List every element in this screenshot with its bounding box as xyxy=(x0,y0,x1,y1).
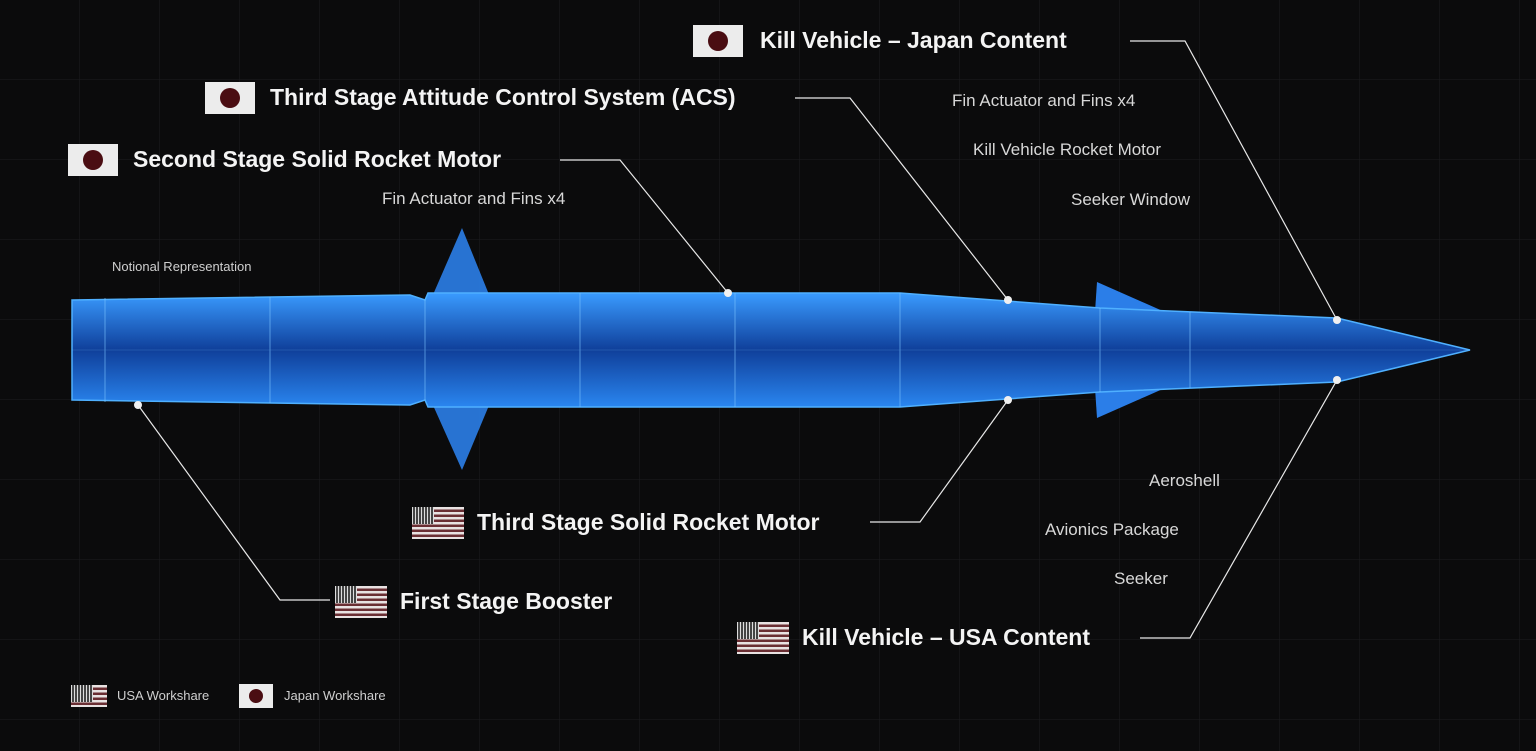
kv-japan-item: Seeker Window xyxy=(1071,190,1191,209)
japan-flag-icon xyxy=(205,82,255,114)
kv-japan-item: Kill Vehicle Rocket Motor xyxy=(973,140,1162,159)
usa-flag-icon xyxy=(335,586,387,618)
kv-usa-item: Seeker xyxy=(1114,569,1168,588)
kill-vehicle-usa-label: Kill Vehicle – USA Content xyxy=(802,624,1090,650)
japan-flag-icon xyxy=(239,684,273,708)
japan-flag-icon xyxy=(693,25,743,57)
acs-label: Third Stage Attitude Control System (ACS… xyxy=(270,84,736,110)
second-stage-item: Fin Actuator and Fins x4 xyxy=(382,189,566,208)
usa-flag-icon xyxy=(71,685,107,707)
body-lines xyxy=(72,293,1470,407)
notional-note: Notional Representation xyxy=(112,259,252,274)
kv-usa-item: Aeroshell xyxy=(1149,471,1220,490)
third-stage-label: Third Stage Solid Rocket Motor xyxy=(477,509,820,535)
kv-usa-item: Avionics Package xyxy=(1045,520,1179,539)
anchor-dots xyxy=(134,289,1341,409)
kv-japan-item: Fin Actuator and Fins x4 xyxy=(952,91,1136,110)
kill-vehicle-japan-label: Kill Vehicle – Japan Content xyxy=(760,27,1067,53)
second-stage-label: Second Stage Solid Rocket Motor xyxy=(133,146,502,172)
missile-body xyxy=(71,292,1471,408)
legend-usa: USA Workshare xyxy=(117,688,210,703)
usa-flag-icon xyxy=(737,622,789,654)
japan-flag-icon xyxy=(68,144,118,176)
first-stage-label: First Stage Booster xyxy=(400,588,613,614)
legend-japan: Japan Workshare xyxy=(284,688,386,703)
leader-lines xyxy=(137,40,1338,639)
front-fins xyxy=(432,228,490,470)
usa-flag-icon xyxy=(412,507,464,539)
kill-vehicle-fins xyxy=(1095,282,1165,418)
